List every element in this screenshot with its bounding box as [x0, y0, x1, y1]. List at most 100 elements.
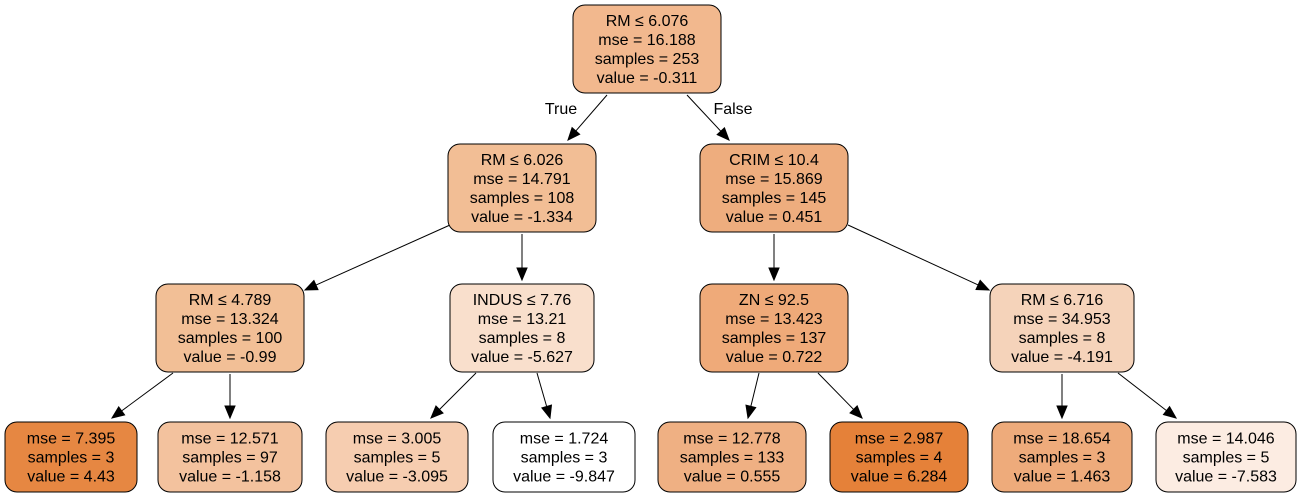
arrowhead-n6-n14 [1162, 405, 1178, 419]
edge-n4-n10 [536, 372, 548, 407]
tree-node-box-n13 [991, 421, 1133, 493]
tree-node-n13: mse = 18.654 samples = 3 value = 1.463 [991, 421, 1133, 493]
tree-node-n2-line-0: CRIM ≤ 10.4 [729, 152, 819, 169]
tree-node-n9-line-1: samples = 5 [354, 450, 441, 467]
tree-node-box-n1 [447, 143, 597, 233]
tree-node-n4-line-3: value = -5.627 [471, 349, 573, 366]
arrowhead-n0-n1 [567, 126, 581, 141]
tree-nodes: RM ≤ 6.076 mse = 16.188 samples = 253 value… [4, 4, 1297, 493]
tree-node-box-n12 [829, 421, 969, 493]
arrowhead-n4-n10 [541, 404, 553, 420]
tree-node-n10: mse = 1.724 samples = 3 value = -9.847 [492, 421, 636, 493]
tree-node-n4-line-2: samples = 8 [479, 330, 566, 347]
tree-node-box-n0 [572, 4, 722, 94]
tree-node-n6-line-2: samples = 8 [1019, 330, 1106, 347]
tree-node-box-n9 [325, 421, 469, 493]
tree-node-box-n4 [449, 283, 595, 373]
tree-node-n1-line-3: value = -1.334 [471, 209, 573, 226]
tree-node-n2-line-2: samples = 145 [722, 190, 827, 207]
tree-node-n9-line-2: value = -3.095 [346, 469, 448, 486]
arrowhead-n3-n7 [110, 405, 126, 419]
tree-node-n10-line-0: mse = 1.724 [520, 431, 609, 448]
tree-node-n3-line-3: value = -0.99 [184, 349, 277, 366]
tree-node-n11-line-0: mse = 12.778 [683, 431, 781, 448]
edge-n2-n6 [847, 224, 979, 286]
arrowhead-n6-n13 [1056, 405, 1068, 420]
tree-node-n13-line-1: samples = 3 [1019, 450, 1106, 467]
tree-node-n0-line-3: value = -0.311 [597, 70, 698, 87]
tree-node-box-n3 [155, 283, 305, 373]
edge-n5-n11 [750, 372, 760, 407]
arrowhead-n1-n4 [516, 267, 528, 282]
tree-node-box-n2 [699, 143, 849, 233]
tree-node-n9-line-0: mse = 3.005 [353, 431, 442, 448]
tree-node-n4-line-1: mse = 13.21 [478, 311, 567, 328]
tree-node-box-n10 [492, 421, 636, 493]
tree-node-n5-line-3: value = 0.722 [726, 349, 823, 366]
tree-node-n14-line-0: mse = 14.046 [1177, 431, 1275, 448]
tree-node-n3-line-0: RM ≤ 4.789 [189, 292, 272, 309]
edge-label-false: False [713, 101, 752, 118]
arrowhead-n2-n6 [975, 279, 991, 291]
edge-n6-n14 [1117, 372, 1167, 412]
tree-node-n12-line-2: value = 6.284 [851, 469, 948, 486]
arrowhead-n5-n12 [849, 405, 863, 419]
tree-node-n11-line-1: samples = 133 [680, 450, 785, 467]
tree-node-n14-line-2: value = -7.583 [1175, 469, 1277, 486]
tree-node-n2-line-1: mse = 15.869 [725, 171, 823, 188]
tree-node-n14: mse = 14.046 samples = 5 value = -7.583 [1155, 421, 1297, 493]
tree-node-n5-line-1: mse = 13.423 [725, 311, 823, 328]
arrowhead-n5-n11 [745, 404, 757, 420]
tree-node-n12-line-1: samples = 4 [856, 450, 943, 467]
tree-node-n14-line-1: samples = 5 [1183, 450, 1270, 467]
tree-node-box-n7 [4, 421, 138, 493]
tree-node-box-n5 [699, 283, 849, 373]
tree-node-box-n8 [157, 421, 303, 493]
tree-node-n10-line-2: value = -9.847 [513, 469, 615, 486]
tree-node-box-n14 [1155, 421, 1297, 493]
tree-node-n13-line-0: mse = 18.654 [1013, 431, 1111, 448]
arrowhead-n2-n5 [768, 267, 780, 282]
arrowhead-n0-n2 [716, 126, 730, 141]
tree-node-n4: INDUS ≤ 7.76 mse = 13.21 samples = 8 value … [449, 283, 595, 373]
tree-node-n5-line-0: ZN ≤ 92.5 [739, 292, 809, 309]
arrowhead-n4-n9 [430, 405, 444, 419]
tree-node-n1-line-0: RM ≤ 6.026 [481, 152, 564, 169]
tree-node-n0: RM ≤ 6.076 mse = 16.188 samples = 253 value… [572, 4, 722, 94]
edge-n1-n3 [315, 224, 451, 286]
edge-n0-n2 [686, 94, 722, 132]
edge-n0-n1 [575, 94, 608, 132]
tree-node-n3-line-2: samples = 100 [178, 330, 283, 347]
tree-node-n11-line-2: value = 0.555 [684, 469, 781, 486]
tree-node-n0-line-2: samples = 253 [595, 51, 700, 68]
tree-node-n7-line-0: mse = 7.395 [27, 431, 116, 448]
edge-n4-n9 [439, 372, 477, 410]
tree-node-n9: mse = 3.005 samples = 5 value = -3.095 [325, 421, 469, 493]
tree-node-box-n11 [657, 421, 807, 493]
tree-node-n3-line-1: mse = 13.324 [181, 311, 279, 328]
tree-node-n2-line-3: value = 0.451 [726, 209, 823, 226]
tree-node-n6-line-3: value = -4.191 [1011, 349, 1113, 366]
tree-node-n3: RM ≤ 4.789 mse = 13.324 samples = 100 value… [155, 283, 305, 373]
edge-label-true: True [545, 101, 577, 118]
tree-edges [110, 94, 1178, 420]
tree-node-n1-line-1: mse = 14.791 [473, 171, 571, 188]
tree-node-box-n6 [989, 283, 1135, 373]
tree-node-n10-line-1: samples = 3 [521, 450, 608, 467]
arrowhead-n3-n8 [224, 405, 236, 420]
tree-node-n4-line-0: INDUS ≤ 7.76 [473, 292, 572, 309]
tree-node-n11: mse = 12.778 samples = 133 value = 0.555 [657, 421, 807, 493]
tree-node-n0-line-1: mse = 16.188 [598, 32, 696, 49]
tree-node-n0-line-0: RM ≤ 6.076 [606, 13, 689, 30]
tree-node-n7-line-2: value = 4.43 [27, 469, 115, 486]
edge-n3-n7 [121, 372, 174, 412]
tree-node-n13-line-2: value = 1.463 [1014, 469, 1111, 486]
edge-n5-n12 [817, 372, 854, 410]
tree-node-n8-line-0: mse = 12.571 [181, 431, 279, 448]
